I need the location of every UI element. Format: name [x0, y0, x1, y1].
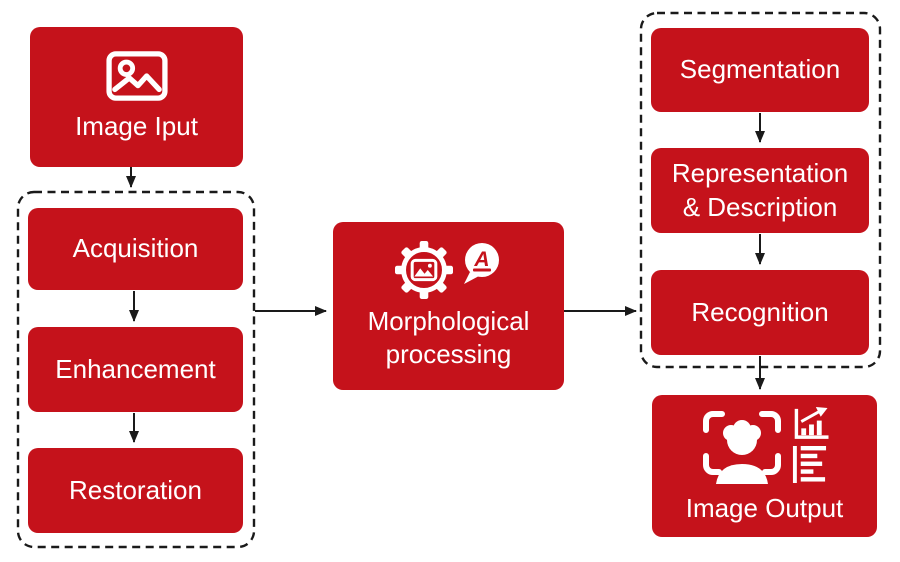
node-image-input-label: Image Iput — [75, 111, 198, 142]
node-representation-description: Representation & Description — [651, 148, 869, 233]
node-enhancement-label: Enhancement — [55, 353, 216, 384]
node-image-output-label: Image Output — [685, 493, 844, 524]
gear-image-icon — [394, 240, 453, 299]
node-recognition: Recognition — [651, 270, 869, 355]
node-recognition-label: Recognition — [691, 296, 829, 327]
bar-chart-rising-icon — [794, 407, 829, 440]
speech-bubble-a-icon: A — [463, 242, 499, 284]
node-segmentation: Segmentation — [651, 28, 869, 112]
output-side-icons — [791, 406, 831, 485]
representation-line2: & Description — [682, 191, 838, 222]
morphological-line2: processing — [385, 339, 512, 369]
face-recognition-icon — [703, 411, 781, 485]
bubble-letter: A — [473, 248, 489, 271]
morphological-line1: Morphological — [367, 305, 530, 336]
node-enhancement: Enhancement — [28, 327, 243, 412]
node-restoration-label: Restoration — [69, 474, 202, 505]
image-output-icons — [698, 406, 831, 486]
node-acquisition-label: Acquisition — [72, 233, 199, 264]
node-restoration: Restoration — [28, 448, 243, 533]
node-representation-label: Representation & Description — [672, 157, 848, 224]
node-morphological-processing: A Morphological processing — [333, 222, 564, 390]
representation-line1: Representation — [671, 158, 849, 189]
node-image-output: Image Output — [652, 395, 877, 537]
photo-frame-icon — [105, 51, 168, 102]
node-segmentation-label: Segmentation — [679, 54, 841, 85]
node-morphological-label: Morphological processing — [368, 305, 530, 372]
report-lines-icon — [792, 446, 827, 484]
morphological-icons: A — [394, 240, 503, 299]
node-image-input: Image Iput — [30, 27, 243, 167]
node-acquisition: Acquisition — [28, 208, 243, 290]
